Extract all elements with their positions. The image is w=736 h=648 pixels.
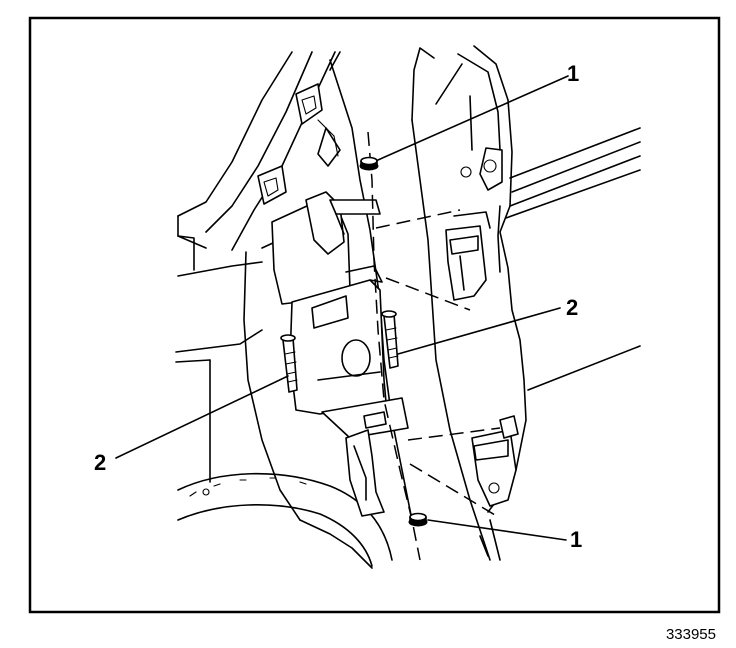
upper-hinge-door: [445, 211, 491, 301]
leader-upper-nut: [377, 75, 569, 161]
figure-frame: [28, 16, 721, 614]
door-rails: [505, 127, 641, 219]
leader-lower-bolt: [115, 375, 289, 459]
wheel-arch: [177, 472, 393, 567]
lower-hinge-body: [321, 397, 409, 517]
lower-bolt: [280, 334, 298, 393]
upper-nut: [359, 156, 379, 171]
figure-reference-number: 333955: [666, 626, 716, 643]
upper-hinge-body: [271, 191, 381, 305]
upper-bolt: [381, 310, 399, 369]
door-edge: [527, 345, 641, 391]
callout-upper-bolt: 2: [566, 295, 578, 320]
lower-hinge-door: [471, 415, 519, 507]
callout-lower-bolt: 2: [94, 450, 106, 475]
hinge-axis: [367, 131, 421, 561]
callout-lower-nut: 1: [570, 527, 582, 552]
lower-nut: [408, 512, 428, 527]
alignment-lines: [375, 209, 501, 519]
leader-upper-bolt: [397, 307, 561, 355]
callout-upper-nut: 1: [567, 61, 579, 86]
leader-lower-nut: [427, 519, 567, 541]
